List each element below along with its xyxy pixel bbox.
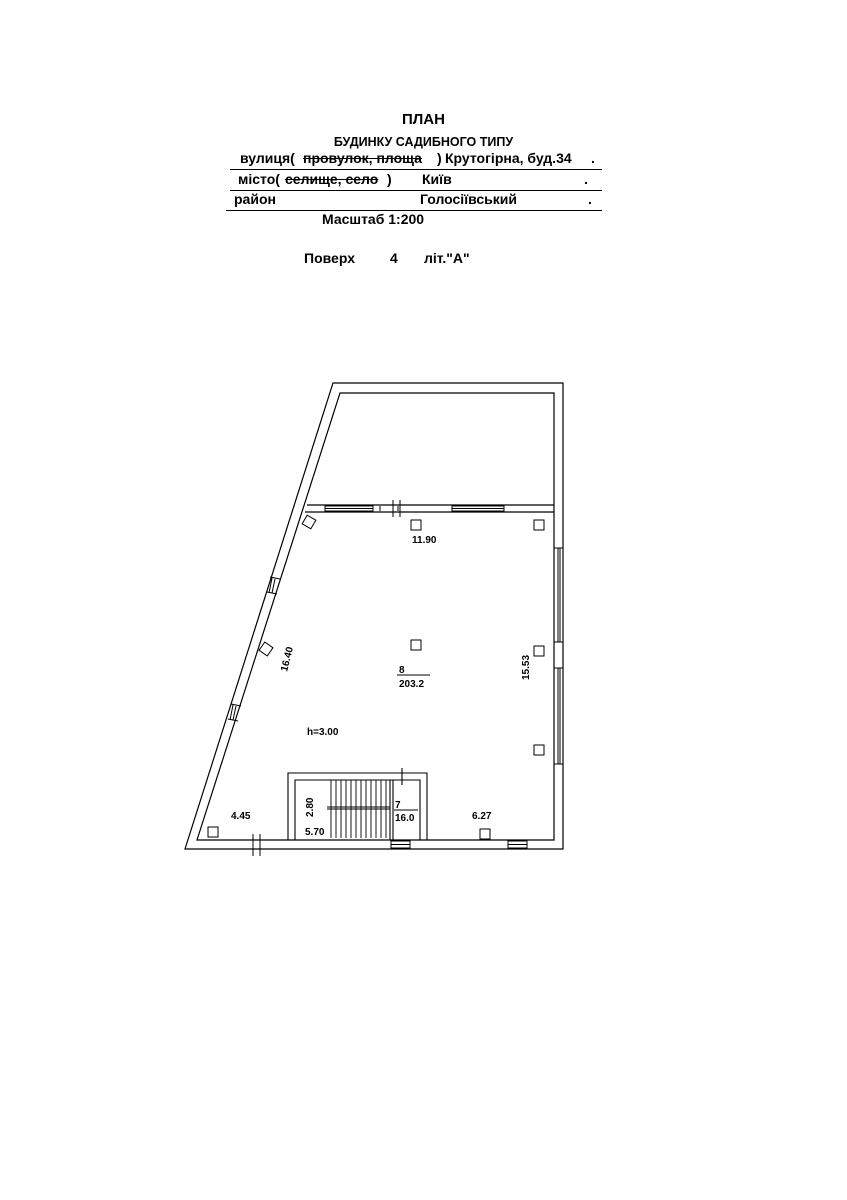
- street-prefix: вулиця(: [240, 150, 295, 166]
- room-main-number: 8: [399, 665, 405, 676]
- height-label: h=3.00: [307, 727, 339, 738]
- street-struck-text: провулок, площа: [303, 150, 422, 166]
- dim-left: 16.40: [279, 645, 296, 672]
- dim-right: 15.53: [521, 655, 532, 680]
- dim-bottom-right: 6.27: [472, 811, 492, 822]
- room-stair-number: 7: [395, 800, 401, 811]
- outer-wall: [184, 382, 564, 850]
- street-suffix: ): [437, 150, 442, 166]
- dim-stair-height: 2.80: [305, 797, 316, 817]
- left-windows: [227, 576, 281, 722]
- room-stair-area: 16.0: [395, 813, 415, 824]
- floor-label: Поверх: [304, 250, 355, 266]
- right-windows: [554, 547, 563, 765]
- street-value: Крутогірна, буд.34: [445, 150, 572, 166]
- bottom-openings: [252, 834, 528, 856]
- dim-bottom-left: 4.45: [231, 811, 251, 822]
- district-label: район: [234, 191, 276, 207]
- floor-value: 4: [390, 250, 398, 266]
- city-value: Київ: [422, 171, 452, 187]
- city-suffix: ): [387, 171, 392, 187]
- plan-subtitle: БУДИНКУ САДИБНОГО ТИПУ: [333, 135, 514, 149]
- street-end: .: [591, 150, 595, 166]
- inner-wall: [196, 392, 555, 841]
- plan-title: ПЛАН: [402, 111, 445, 128]
- district-row: район Голосіївський .: [226, 191, 602, 211]
- lit-label: літ."А": [424, 250, 470, 266]
- scale-label: Масштаб 1:200: [322, 211, 425, 227]
- district-end: .: [588, 191, 592, 207]
- city-struck-text: селище, село: [285, 171, 379, 187]
- city-row: місто( селище, село ) Київ .: [230, 171, 602, 191]
- stair-steps: [330, 780, 387, 838]
- city-prefix: місто(: [238, 171, 280, 187]
- dim-stair-width: 5.70: [305, 827, 325, 838]
- room-main-area: 203.2: [399, 679, 424, 690]
- street-row: вулиця( провулок, площа ) Крутогірна, бу…: [230, 150, 602, 170]
- top-windows: [324, 500, 505, 517]
- stairwell: [287, 768, 428, 840]
- district-value: Голосіївський: [420, 191, 518, 207]
- dim-top: 11.90: [412, 535, 437, 546]
- columns: [207, 514, 545, 840]
- city-end: .: [584, 171, 588, 187]
